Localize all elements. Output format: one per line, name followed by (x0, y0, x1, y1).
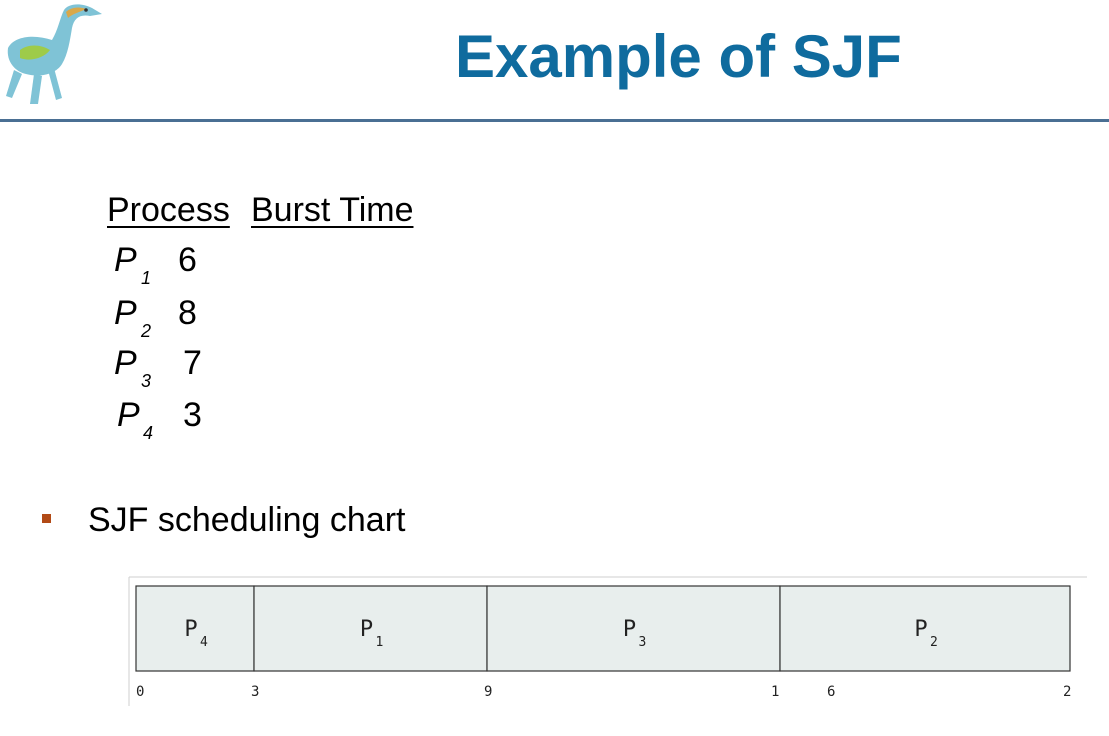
gantt-block-subscript: 2 (930, 635, 938, 650)
gantt-tick-label: 1 (771, 684, 779, 700)
process-name: P (114, 344, 137, 382)
gantt-tick-label: 0 (136, 684, 144, 700)
process-subscript: 2 (141, 321, 152, 341)
burst-value: 7 (183, 344, 202, 382)
process-row-p1: P 1 6 (0, 240, 300, 290)
process-subscript: 4 (143, 423, 154, 443)
gantt-block-p1 (253, 585, 488, 672)
gantt-tick-label: 2 (1063, 684, 1071, 700)
process-subscript: 1 (141, 268, 152, 288)
dinosaur-logo (6, 4, 102, 104)
gantt-block-p2 (779, 585, 1071, 672)
process-row-p2: P 2 8 (0, 293, 300, 343)
header-process: Process (107, 191, 230, 229)
process-name: P (117, 396, 140, 434)
burst-value: 6 (178, 241, 197, 279)
gantt-block-subscript: 1 (376, 635, 384, 650)
gantt-block-subscript: 3 (639, 635, 647, 650)
bullet-marker (42, 514, 51, 523)
title-divider (0, 119, 1109, 122)
process-subscript: 3 (141, 371, 152, 391)
process-row-p4: P 4 3 (0, 395, 300, 445)
burst-value: 8 (178, 294, 197, 332)
gantt-block-label: P (360, 617, 373, 642)
gantt-block-label: P (184, 617, 197, 642)
gantt-tick-label: 9 (484, 684, 492, 700)
header-burst-time: Burst Time (251, 191, 414, 229)
process-name: P (114, 241, 137, 279)
gantt-block-label: P (623, 617, 636, 642)
gantt-tick-label: 6 (827, 684, 835, 700)
slide-title: Example of SJF (455, 23, 902, 90)
process-row-p3: P 3 7 (0, 343, 300, 393)
gantt-block-subscript: 4 (200, 635, 208, 650)
gantt-block-p4 (135, 585, 255, 672)
gantt-tick-label: 3 (251, 684, 259, 700)
burst-value: 3 (183, 396, 202, 434)
gantt-block-label: P (914, 617, 927, 642)
bullet-text: SJF scheduling chart (88, 501, 406, 539)
process-name: P (114, 294, 137, 332)
